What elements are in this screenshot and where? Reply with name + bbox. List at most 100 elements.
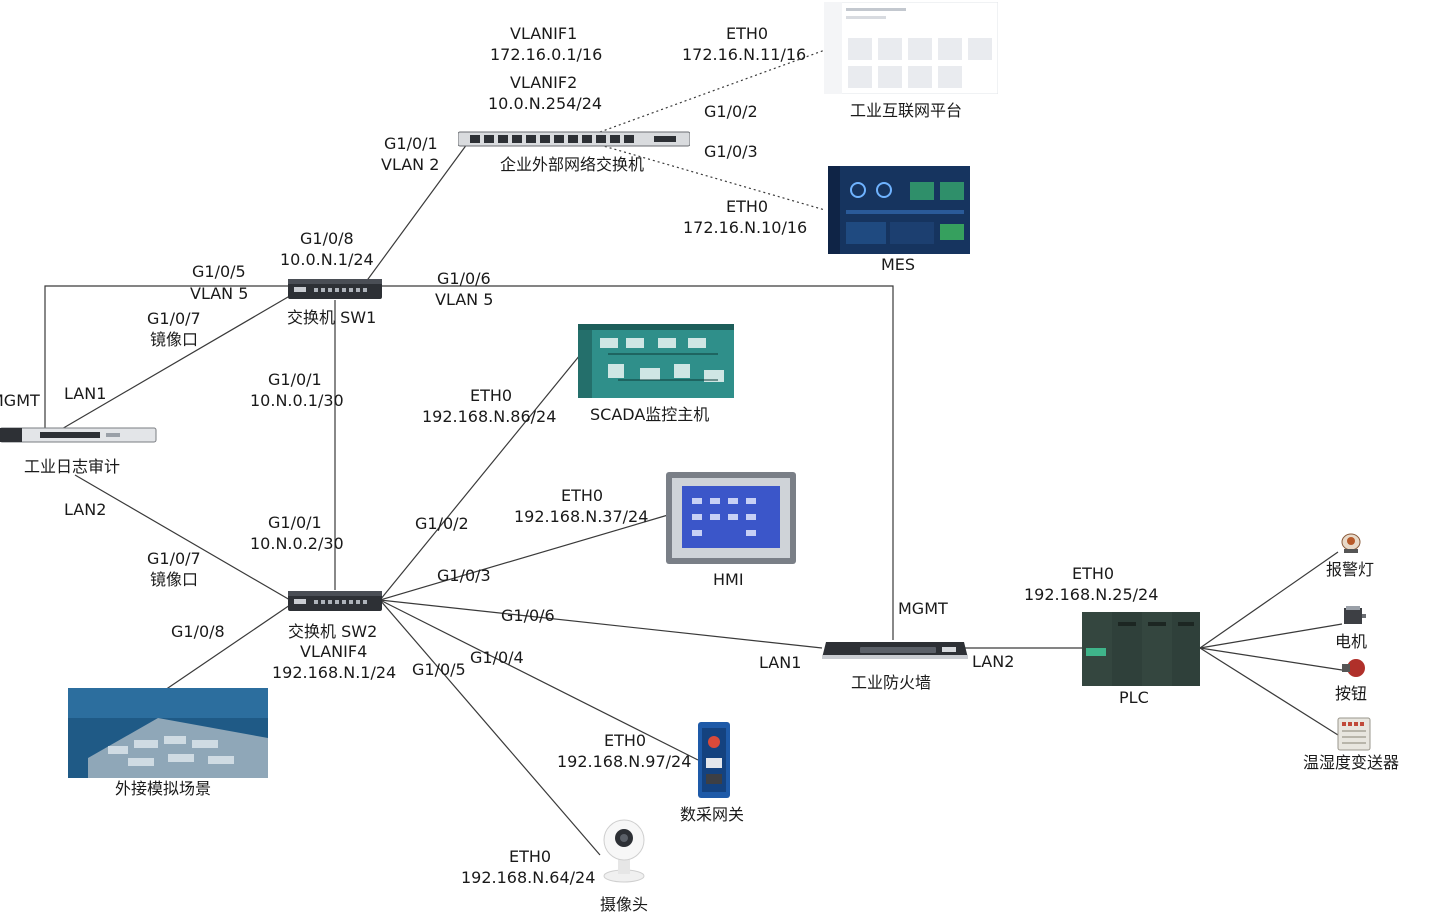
firewall-lan2-label: LAN2 bbox=[972, 652, 1015, 671]
gateway-eth-label: ETH0 bbox=[604, 731, 647, 750]
motor bbox=[1340, 604, 1366, 628]
sw2-g104-label: G1/0/4 bbox=[470, 648, 524, 667]
audit-mgmt-label: MGMT bbox=[0, 391, 40, 410]
alarm-light-name: 报警灯 bbox=[1326, 560, 1375, 579]
simulation-scene-image bbox=[68, 688, 268, 778]
link-audit-sw2 bbox=[74, 474, 291, 601]
transmitter-icon bbox=[1337, 717, 1371, 751]
link-sw2-hmi bbox=[379, 514, 669, 601]
scada-screen-icon bbox=[578, 324, 734, 398]
motor-icon bbox=[1344, 606, 1366, 624]
scada-screenshot bbox=[578, 324, 734, 398]
switch-sw2 bbox=[288, 588, 382, 614]
push-button bbox=[1340, 656, 1368, 680]
factory-scene-icon bbox=[68, 688, 268, 778]
firewall-lan1-label: LAN1 bbox=[759, 653, 802, 672]
link-plc-motor bbox=[1199, 623, 1343, 649]
sw2-g105-label: G1/0/5 bbox=[412, 660, 466, 679]
link-sw1-firewall-mgmt bbox=[380, 285, 894, 640]
camera-icon bbox=[603, 819, 645, 883]
link-sw2-scada bbox=[379, 354, 581, 601]
ext-port-g103-label: G1/0/3 bbox=[704, 142, 758, 161]
hmi-panel bbox=[666, 472, 796, 564]
sw1-mirror-port-label: G1/0/7 bbox=[147, 309, 201, 328]
link-plc-button bbox=[1199, 647, 1343, 671]
sw2-g106-label: G1/0/6 bbox=[501, 606, 555, 625]
sw1-g106-label: G1/0/6 bbox=[437, 269, 491, 288]
sw1-mirror-label: 镜像口 bbox=[150, 330, 199, 349]
industrial-firewall bbox=[822, 638, 968, 662]
hmi-panel-icon bbox=[666, 472, 796, 564]
link-sw2-firewall bbox=[379, 599, 823, 649]
sw2-mirror-port-label: G1/0/7 bbox=[147, 549, 201, 568]
sw2-g108-label: G1/0/8 bbox=[171, 622, 225, 641]
sw2-up-port-label: G1/0/1 bbox=[268, 513, 322, 532]
iiot-name: 工业互联网平台 bbox=[850, 101, 963, 120]
temp-humidity-transmitter bbox=[1336, 716, 1372, 752]
audit-lan2-label: LAN2 bbox=[64, 500, 107, 519]
link-plc-alarm bbox=[1199, 551, 1339, 649]
scene-name: 外接模拟场景 bbox=[115, 779, 212, 798]
plc-eth-label: ETH0 bbox=[1072, 564, 1115, 583]
vlanif1-ip-label: 172.16.0.1/16 bbox=[490, 45, 603, 64]
alarm-light-icon bbox=[1341, 533, 1361, 553]
ext-port-g102-label: G1/0/2 bbox=[704, 102, 758, 121]
plc-name: PLC bbox=[1119, 688, 1149, 707]
mes-screenshot bbox=[828, 166, 970, 254]
push-button-icon bbox=[1342, 659, 1365, 677]
sw1-name: 交换机 SW1 bbox=[287, 308, 377, 327]
link-sw2-gateway bbox=[379, 599, 699, 761]
iiot-platform-screenshot bbox=[823, 1, 999, 95]
iiot-eth-label: ETH0 bbox=[726, 24, 769, 43]
switch-icon bbox=[288, 591, 382, 611]
hmi-eth-label: ETH0 bbox=[561, 486, 604, 505]
scada-name: SCADA监控主机 bbox=[590, 405, 710, 424]
sw2-vlanif4-label: VLANIF4 bbox=[300, 642, 368, 661]
sw1-vlan5-right-label: VLAN 5 bbox=[435, 290, 494, 309]
scada-eth-label: ETH0 bbox=[470, 386, 513, 405]
link-ext-mes bbox=[599, 144, 826, 211]
mes-dashboard-icon bbox=[828, 166, 970, 254]
sw2-name: 交换机 SW2 bbox=[288, 622, 378, 641]
sw2-g103-label: G1/0/3 bbox=[437, 566, 491, 585]
sw1-ip-label: 10.0.N.1/24 bbox=[280, 250, 374, 269]
rack-switch-icon bbox=[457, 131, 691, 147]
link-sw2-camera bbox=[379, 599, 601, 856]
camera-name: 摄像头 bbox=[600, 895, 649, 914]
ext-switch-port-label: G1/0/1 bbox=[384, 134, 438, 153]
log-audit-appliance bbox=[0, 424, 158, 446]
ext-switch-name: 企业外部网络交换机 bbox=[500, 155, 645, 174]
audit-name: 工业日志审计 bbox=[24, 457, 121, 476]
camera-ip-label: 192.168.N.64/24 bbox=[461, 868, 596, 887]
mes-name: MES bbox=[881, 255, 916, 274]
ip-camera bbox=[600, 816, 648, 884]
plc-ip-label: 192.168.N.25/24 bbox=[1024, 585, 1159, 604]
ext-switch-vlan-label: VLAN 2 bbox=[381, 155, 440, 174]
plc-device bbox=[1082, 612, 1200, 686]
sw1-uplink-port-label: G1/0/8 bbox=[300, 229, 354, 248]
firewall-mgmt-label: MGMT bbox=[898, 599, 948, 618]
switch-icon bbox=[288, 279, 382, 299]
sw2-ip-label: 192.168.N.1/24 bbox=[272, 663, 397, 682]
vlanif2-label: VLANIF2 bbox=[510, 73, 578, 92]
iiot-ip-label: 172.16.N.11/16 bbox=[682, 45, 807, 64]
switch-sw1 bbox=[288, 276, 382, 302]
mes-ip-label: 172.16.N.10/16 bbox=[683, 218, 808, 237]
vlanif1-label: VLANIF1 bbox=[510, 24, 578, 43]
sw1-g105-label: G1/0/5 bbox=[192, 262, 246, 281]
sw1-down-port-label: G1/0/1 bbox=[268, 370, 322, 389]
firewall-icon bbox=[822, 642, 968, 659]
appliance-icon bbox=[0, 427, 157, 443]
hmi-name: HMI bbox=[713, 570, 744, 589]
sw1-vlan5-left-label: VLAN 5 bbox=[190, 284, 249, 303]
hmi-ip-label: 192.168.N.37/24 bbox=[514, 507, 649, 526]
mes-eth-label: ETH0 bbox=[726, 197, 769, 216]
sw2-g102-label: G1/0/2 bbox=[415, 514, 469, 533]
link-sw2-scene bbox=[164, 604, 291, 691]
audit-lan1-label: LAN1 bbox=[64, 384, 107, 403]
plc-icon bbox=[1082, 612, 1200, 686]
link-ext-switch-sw1 bbox=[359, 139, 471, 291]
camera-eth-label: ETH0 bbox=[509, 847, 552, 866]
